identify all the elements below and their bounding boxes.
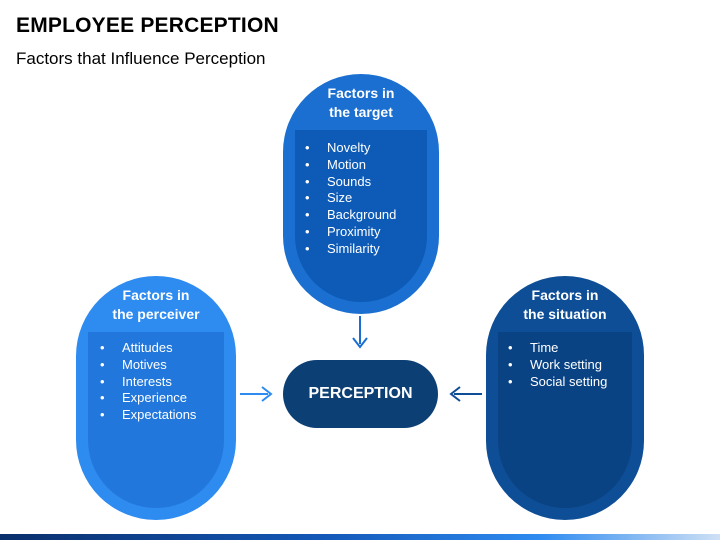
list-item: Similarity: [305, 241, 396, 258]
arrow-right-icon: [240, 386, 273, 402]
target-heading-line-1: Factors in: [327, 85, 395, 101]
perceiver-factors-list: Attitudes Motives Interests Experience E…: [100, 340, 196, 424]
list-item: Social setting: [508, 374, 607, 391]
target-heading-line-2: the target: [329, 104, 393, 120]
target-factors-pill: Factors in the target Novelty Motion Sou…: [283, 74, 439, 314]
list-item: Motion: [305, 157, 396, 174]
page-subtitle: Factors that Influence Perception: [16, 49, 266, 68]
perceiver-factors-pill: Factors in the perceiver Attitudes Motiv…: [76, 276, 236, 520]
perceiver-factors-heading: Factors in the perceiver: [76, 286, 236, 324]
situation-heading-line-2: the situation: [523, 306, 607, 322]
page-title: EMPLOYEE PERCEPTION: [16, 14, 279, 37]
situation-heading-line-1: Factors in: [531, 287, 599, 303]
list-item: Background: [305, 207, 396, 224]
arrow-down-icon: [352, 316, 368, 349]
list-item: Expectations: [100, 407, 196, 424]
list-item: Experience: [100, 390, 196, 407]
perception-label: PERCEPTION: [308, 385, 413, 402]
target-factors-heading: Factors in the target: [283, 84, 439, 122]
situation-factors-pill: Factors in the situation Time Work setti…: [486, 276, 644, 520]
list-item: Proximity: [305, 224, 396, 241]
list-item: Motives: [100, 357, 196, 374]
list-item: Novelty: [305, 140, 396, 157]
list-item: Attitudes: [100, 340, 196, 357]
perceiver-heading-line-2: the perceiver: [112, 306, 200, 322]
list-item: Time: [508, 340, 607, 357]
situation-factors-list: Time Work setting Social setting: [508, 340, 607, 390]
list-item: Interests: [100, 374, 196, 391]
arrow-left-icon: [449, 386, 482, 402]
list-item: Size: [305, 190, 396, 207]
target-factors-list: Novelty Motion Sounds Size Background Pr…: [305, 140, 396, 258]
list-item: Sounds: [305, 174, 396, 191]
situation-factors-heading: Factors in the situation: [486, 286, 644, 324]
list-item: Work setting: [508, 357, 607, 374]
footer-bar: [0, 534, 720, 540]
perceiver-heading-line-1: Factors in: [122, 287, 190, 303]
perception-node: PERCEPTION: [283, 360, 438, 428]
